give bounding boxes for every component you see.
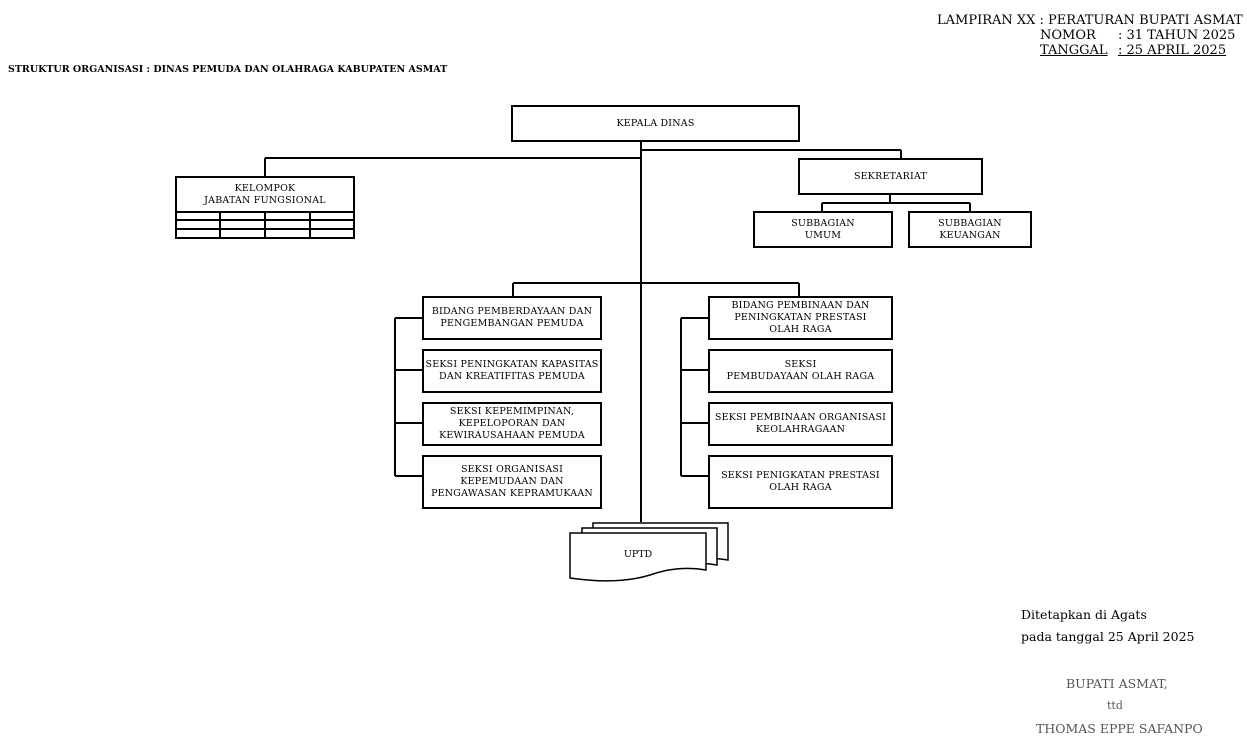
- tanggal-label: TANGGAL: [1040, 43, 1108, 58]
- kepala-dinas-box: KEPALA DINAS: [511, 105, 800, 142]
- left-s2-line-1: SEKSI KEPEMIMPINAN,: [449, 406, 575, 417]
- jabatan-text: BUPATI ASMAT,: [1066, 676, 1168, 691]
- nomor-value: : 31 TAHUN 2025: [1118, 28, 1236, 43]
- sekretariat-box: SEKRETARIAT: [798, 158, 983, 195]
- right-s1-line-1: SEKSI: [784, 359, 817, 370]
- left-s3-line-3: PENGAWASAN KEPRAMUKAAN: [431, 488, 593, 499]
- left-s1-line-1: SEKSI PENINGKATAN KAPASITAS: [425, 359, 599, 370]
- seksi-pembudayaan-box: SEKSI PEMBUDAYAAN OLAH RAGA: [708, 349, 893, 393]
- left-bidang-line-2: PENGEMBANGAN PEMUDA: [440, 318, 584, 329]
- lampiran-text: LAMPIRAN XX : PERATURAN BUPATI ASMAT: [937, 13, 1243, 28]
- nomor-label: NOMOR: [1040, 28, 1096, 43]
- page-title: STRUKTUR ORGANISASI : DINAS PEMUDA DAN O…: [8, 64, 448, 75]
- left-s1-line-2: DAN KREATIFITAS PEMUDA: [439, 371, 585, 382]
- keuangan-line-2: KEUANGAN: [939, 229, 1001, 241]
- right-bidang-line-2: PENINGKATAN PRESTASI: [734, 312, 867, 323]
- umum-line-1: SUBBAGIAN: [791, 217, 855, 229]
- seksi-pembinaan-organisasi-box: SEKSI PEMBINAAN ORGANISASI KEOLAHRAGAAN: [708, 402, 893, 446]
- uptd-label: UPTD: [623, 549, 653, 560]
- right-s2-line-2: KEOLAHRAGAAN: [755, 424, 846, 435]
- left-s3-line-1: SEKSI ORGANISASI: [460, 464, 564, 475]
- jabatan-fungsional-box: KELOMPOK JABATAN FUNGSIONAL: [175, 176, 355, 213]
- seksi-prestasi-box: SEKSI PENIGKATAN PRESTASI OLAH RAGA: [708, 455, 893, 509]
- fungsional-line-2: JABATAN FUNGSIONAL: [204, 194, 326, 206]
- right-s3-line-1: SEKSI PENIGKATAN PRESTASI: [721, 470, 880, 481]
- seksi-kapasitas-box: SEKSI PENINGKATAN KAPASITAS DAN KREATIFI…: [422, 349, 602, 393]
- right-bidang-line-3: OLAH RAGA: [769, 324, 832, 335]
- seksi-kepemimpinan-box: SEKSI KEPEMIMPINAN, KEPELOPORAN DAN KEWI…: [422, 402, 602, 446]
- subbagian-keuangan-box: SUBBAGIAN KEUANGAN: [908, 211, 1032, 248]
- umum-line-2: UMUM: [804, 229, 842, 241]
- left-s3-line-2: KEPEMUDAAN DAN: [460, 476, 564, 487]
- left-s2-line-2: KEPELOPORAN DAN: [458, 418, 566, 429]
- sekretariat-label: SEKRETARIAT: [853, 170, 928, 182]
- signatory-name: THOMAS EPPE SAFANPO: [1036, 721, 1203, 736]
- tanggal-penetapan-text: pada tanggal 25 April 2025: [1021, 629, 1195, 644]
- fungsional-line-1: KELOMPOK: [234, 182, 296, 194]
- right-bidang-line-1: BIDANG PEMBINAAN DAN: [731, 300, 870, 311]
- ditetapkan-text: Ditetapkan di Agats: [1021, 607, 1147, 622]
- kepala-dinas-label: KEPALA DINAS: [616, 117, 695, 129]
- bidang-pemberdayaan-box: BIDANG PEMBERDAYAAN DAN PENGEMBANGAN PEM…: [422, 296, 602, 340]
- right-s1-line-2: PEMBUDAYAAN OLAH RAGA: [726, 371, 875, 382]
- left-s2-line-3: KEWIRAUSAHAAN PEMUDA: [439, 430, 585, 441]
- left-bidang-line-1: BIDANG PEMBERDAYAAN DAN: [431, 306, 593, 317]
- tanggal-value: : 25 APRIL 2025: [1118, 43, 1227, 58]
- seksi-organisasi-kepemudaan-box: SEKSI ORGANISASI KEPEMUDAAN DAN PENGAWAS…: [422, 455, 602, 509]
- right-s3-line-2: OLAH RAGA: [769, 482, 832, 493]
- bidang-pembinaan-box: BIDANG PEMBINAAN DAN PENINGKATAN PRESTAS…: [708, 296, 893, 340]
- ttd-text: ttd: [1107, 699, 1123, 712]
- right-s2-line-1: SEKSI PEMBINAAN ORGANISASI: [714, 412, 887, 423]
- keuangan-line-1: SUBBAGIAN: [938, 217, 1002, 229]
- subbagian-umum-box: SUBBAGIAN UMUM: [753, 211, 893, 248]
